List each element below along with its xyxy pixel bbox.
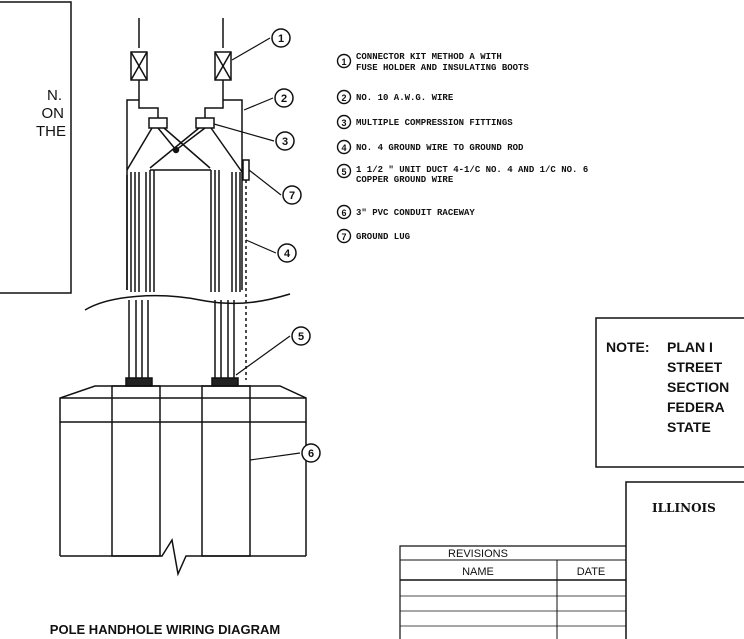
label-text: 1 1/2 " UNIT DUCT 4-1/C NO. 4 AND 1/C NO…	[356, 165, 588, 175]
label-text: 1	[341, 57, 346, 67]
label-text: 3" PVC CONDUIT RACEWAY	[356, 208, 475, 218]
label-text: FUSE HOLDER AND INSULATING BOOTS	[356, 63, 529, 73]
label-text: 1	[278, 33, 284, 45]
diagram-title: POLE HANDHOLE WIRING DIAGRAM	[50, 622, 280, 637]
label-text: STATE	[667, 419, 711, 435]
legend-item-7: 7 GROUND LUG	[336, 228, 410, 244]
agency-name: ILLINOIS	[652, 501, 716, 515]
label-text: 4	[284, 248, 291, 260]
legend-item-2: 2 NO. 10 A.W.G. WIRE	[336, 89, 454, 105]
label-text: 3	[282, 136, 288, 148]
side-note-line: THE	[36, 123, 66, 140]
legend-item-4: 4 NO. 4 GROUND WIRE TO GROUND ROD	[336, 139, 524, 155]
label-text: MULTIPLE COMPRESSION FITTINGS	[356, 118, 513, 128]
side-note-line: N.	[47, 87, 62, 104]
callout-6: 6	[249, 443, 321, 463]
label-text: NO. 10 A.W.G. WIRE	[356, 93, 454, 103]
callout-1: 1	[231, 28, 291, 61]
label-text: 2	[281, 93, 287, 105]
revisions-title: REVISIONS	[448, 548, 508, 560]
compression-fitting-left	[148, 117, 168, 129]
label-text: CONNECTOR KIT METHOD A WITH	[356, 52, 502, 62]
side-note-box: N. ON THE	[0, 1, 72, 294]
label-text: 7	[341, 232, 346, 242]
revisions-col-name: NAME	[462, 566, 494, 578]
label-text: PLAN I	[667, 339, 713, 355]
label-text: NO. 4 GROUND WIRE TO GROUND ROD	[356, 143, 524, 153]
pole-assembly	[59, 18, 307, 577]
label-text: SECTION	[667, 379, 729, 395]
label-text: 5	[298, 331, 304, 343]
label-text: 7	[289, 190, 295, 202]
callout-4: 4	[245, 239, 297, 263]
label-text: STREET	[667, 359, 723, 375]
compression-fitting-right	[195, 117, 215, 129]
legend-item-3: 3 MULTIPLE COMPRESSION FITTINGS	[336, 114, 513, 130]
legend-item-6: 6 3" PVC CONDUIT RACEWAY	[336, 204, 475, 220]
label-text: 5	[341, 167, 346, 177]
callout-5: 5	[235, 326, 311, 376]
callout-7: 7	[248, 169, 302, 205]
label-text: 2	[341, 93, 346, 103]
label-text: 6	[308, 448, 314, 460]
label-text: 3	[341, 118, 346, 128]
label-text: FEDERA	[667, 399, 725, 415]
callout-2: 2	[243, 88, 294, 111]
label-text: 4	[341, 143, 346, 153]
label-text: 6	[341, 208, 346, 218]
ground-lug	[242, 159, 250, 181]
label-text: COPPER GROUND WIRE	[356, 175, 454, 185]
side-note-line: ON	[42, 105, 65, 122]
legend-item-5: 5 1 1/2 " UNIT DUCT 4-1/C NO. 4 AND 1/C …	[336, 163, 588, 185]
label-text: GROUND LUG	[356, 232, 410, 242]
legend: 1 CONNECTOR KIT METHOD A WITH FUSE HOLDE…	[336, 52, 588, 244]
note-box: NOTE: PLAN I STREET SECTION FEDERA STATE	[595, 317, 744, 468]
title-block: ILLINOIS	[625, 481, 744, 639]
callouts: 1 2 3 7 4 5 6	[213, 28, 321, 463]
note-label: NOTE:	[606, 339, 650, 355]
revisions-table: REVISIONS NAME DATE	[399, 545, 626, 639]
revisions-col-date: DATE	[577, 566, 606, 578]
legend-item-1: 1 CONNECTOR KIT METHOD A WITH FUSE HOLDE…	[336, 52, 529, 73]
callout-3: 3	[213, 123, 295, 151]
